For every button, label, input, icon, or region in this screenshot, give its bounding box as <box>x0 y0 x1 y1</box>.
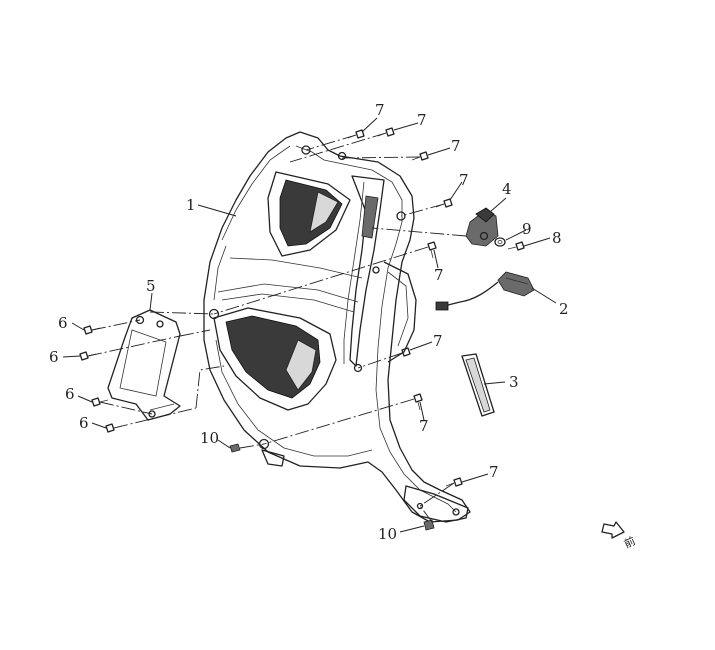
trim-plate <box>461 353 495 417</box>
callout-7-c: 7 <box>451 137 461 155</box>
callout-7-b: 7 <box>417 111 427 129</box>
side-bracket <box>107 309 181 421</box>
callout-labels: 1 2 3 4 5 6 6 6 6 7 7 7 7 7 7 7 7 8 9 10… <box>49 101 569 543</box>
callout-6-a: 6 <box>58 314 68 332</box>
callout-1: 1 <box>186 196 196 214</box>
wire-connector <box>435 271 535 311</box>
clip-10b <box>423 519 435 531</box>
callout-10-a: 10 <box>200 429 219 447</box>
callout-7-h: 7 <box>489 463 499 481</box>
callout-7-g: 7 <box>419 417 429 435</box>
front-label: 前 <box>622 534 638 551</box>
clip-10a <box>229 443 241 453</box>
callout-6-d: 6 <box>79 414 89 432</box>
screw-8 <box>507 241 525 251</box>
screw-7e <box>427 241 437 259</box>
callout-4: 4 <box>502 180 512 198</box>
alignment-lines <box>87 132 467 523</box>
leader-lines <box>62 117 557 533</box>
callout-7-f: 7 <box>433 332 443 350</box>
callout-7-a: 7 <box>375 101 385 119</box>
screw-6c <box>91 397 109 407</box>
washer <box>494 237 506 247</box>
callout-7-d: 7 <box>459 171 469 189</box>
callout-8: 8 <box>552 229 562 247</box>
callout-3: 3 <box>509 373 519 391</box>
callout-10-b: 10 <box>378 525 397 543</box>
callout-9: 9 <box>522 220 532 238</box>
front-direction-indicator: 前 <box>601 521 638 551</box>
screw-7h <box>445 477 463 487</box>
callout-2: 2 <box>559 300 569 318</box>
front-arrow-icon <box>601 521 625 539</box>
screw-7g <box>413 393 423 411</box>
callout-7-e: 7 <box>434 266 444 284</box>
callout-5: 5 <box>146 277 156 295</box>
inner-cover-panel <box>203 131 471 523</box>
callout-6-b: 6 <box>49 348 59 366</box>
callout-6-c: 6 <box>65 385 75 403</box>
socket-switch <box>465 207 499 247</box>
screw-7c <box>411 151 429 161</box>
